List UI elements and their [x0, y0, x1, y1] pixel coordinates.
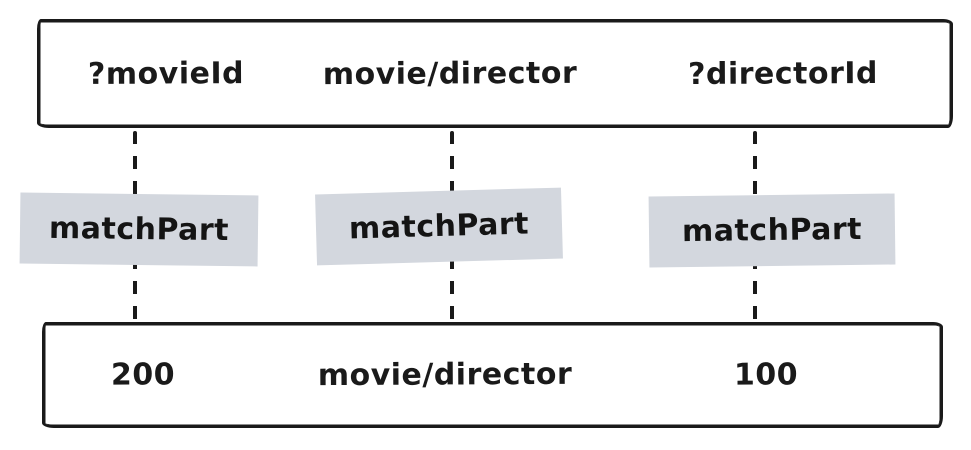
pattern-row-box: ?movieId movie/director ?directorId [37, 19, 953, 128]
matchpart-label-2: matchPart [315, 187, 563, 266]
data-cell-predicate: movie/director [317, 356, 573, 394]
matchpart-label-3: matchPart [648, 193, 896, 268]
data-cell-object-value: 100 [733, 357, 799, 393]
data-row-box: 200 movie/director 100 [42, 322, 943, 428]
matchpart-label-text: matchPart [681, 211, 863, 250]
matchpart-label-text: matchPart [348, 206, 530, 247]
pattern-cell-movieid: ?movieId [87, 55, 245, 92]
matchpart-label-text: matchPart [48, 210, 230, 249]
pattern-cell-predicate: movie/director [322, 55, 578, 92]
data-cell-subject-value: 200 [110, 357, 176, 393]
pattern-cell-directorid: ?directorId [687, 55, 879, 92]
matchpart-label-1: matchPart [19, 192, 259, 267]
